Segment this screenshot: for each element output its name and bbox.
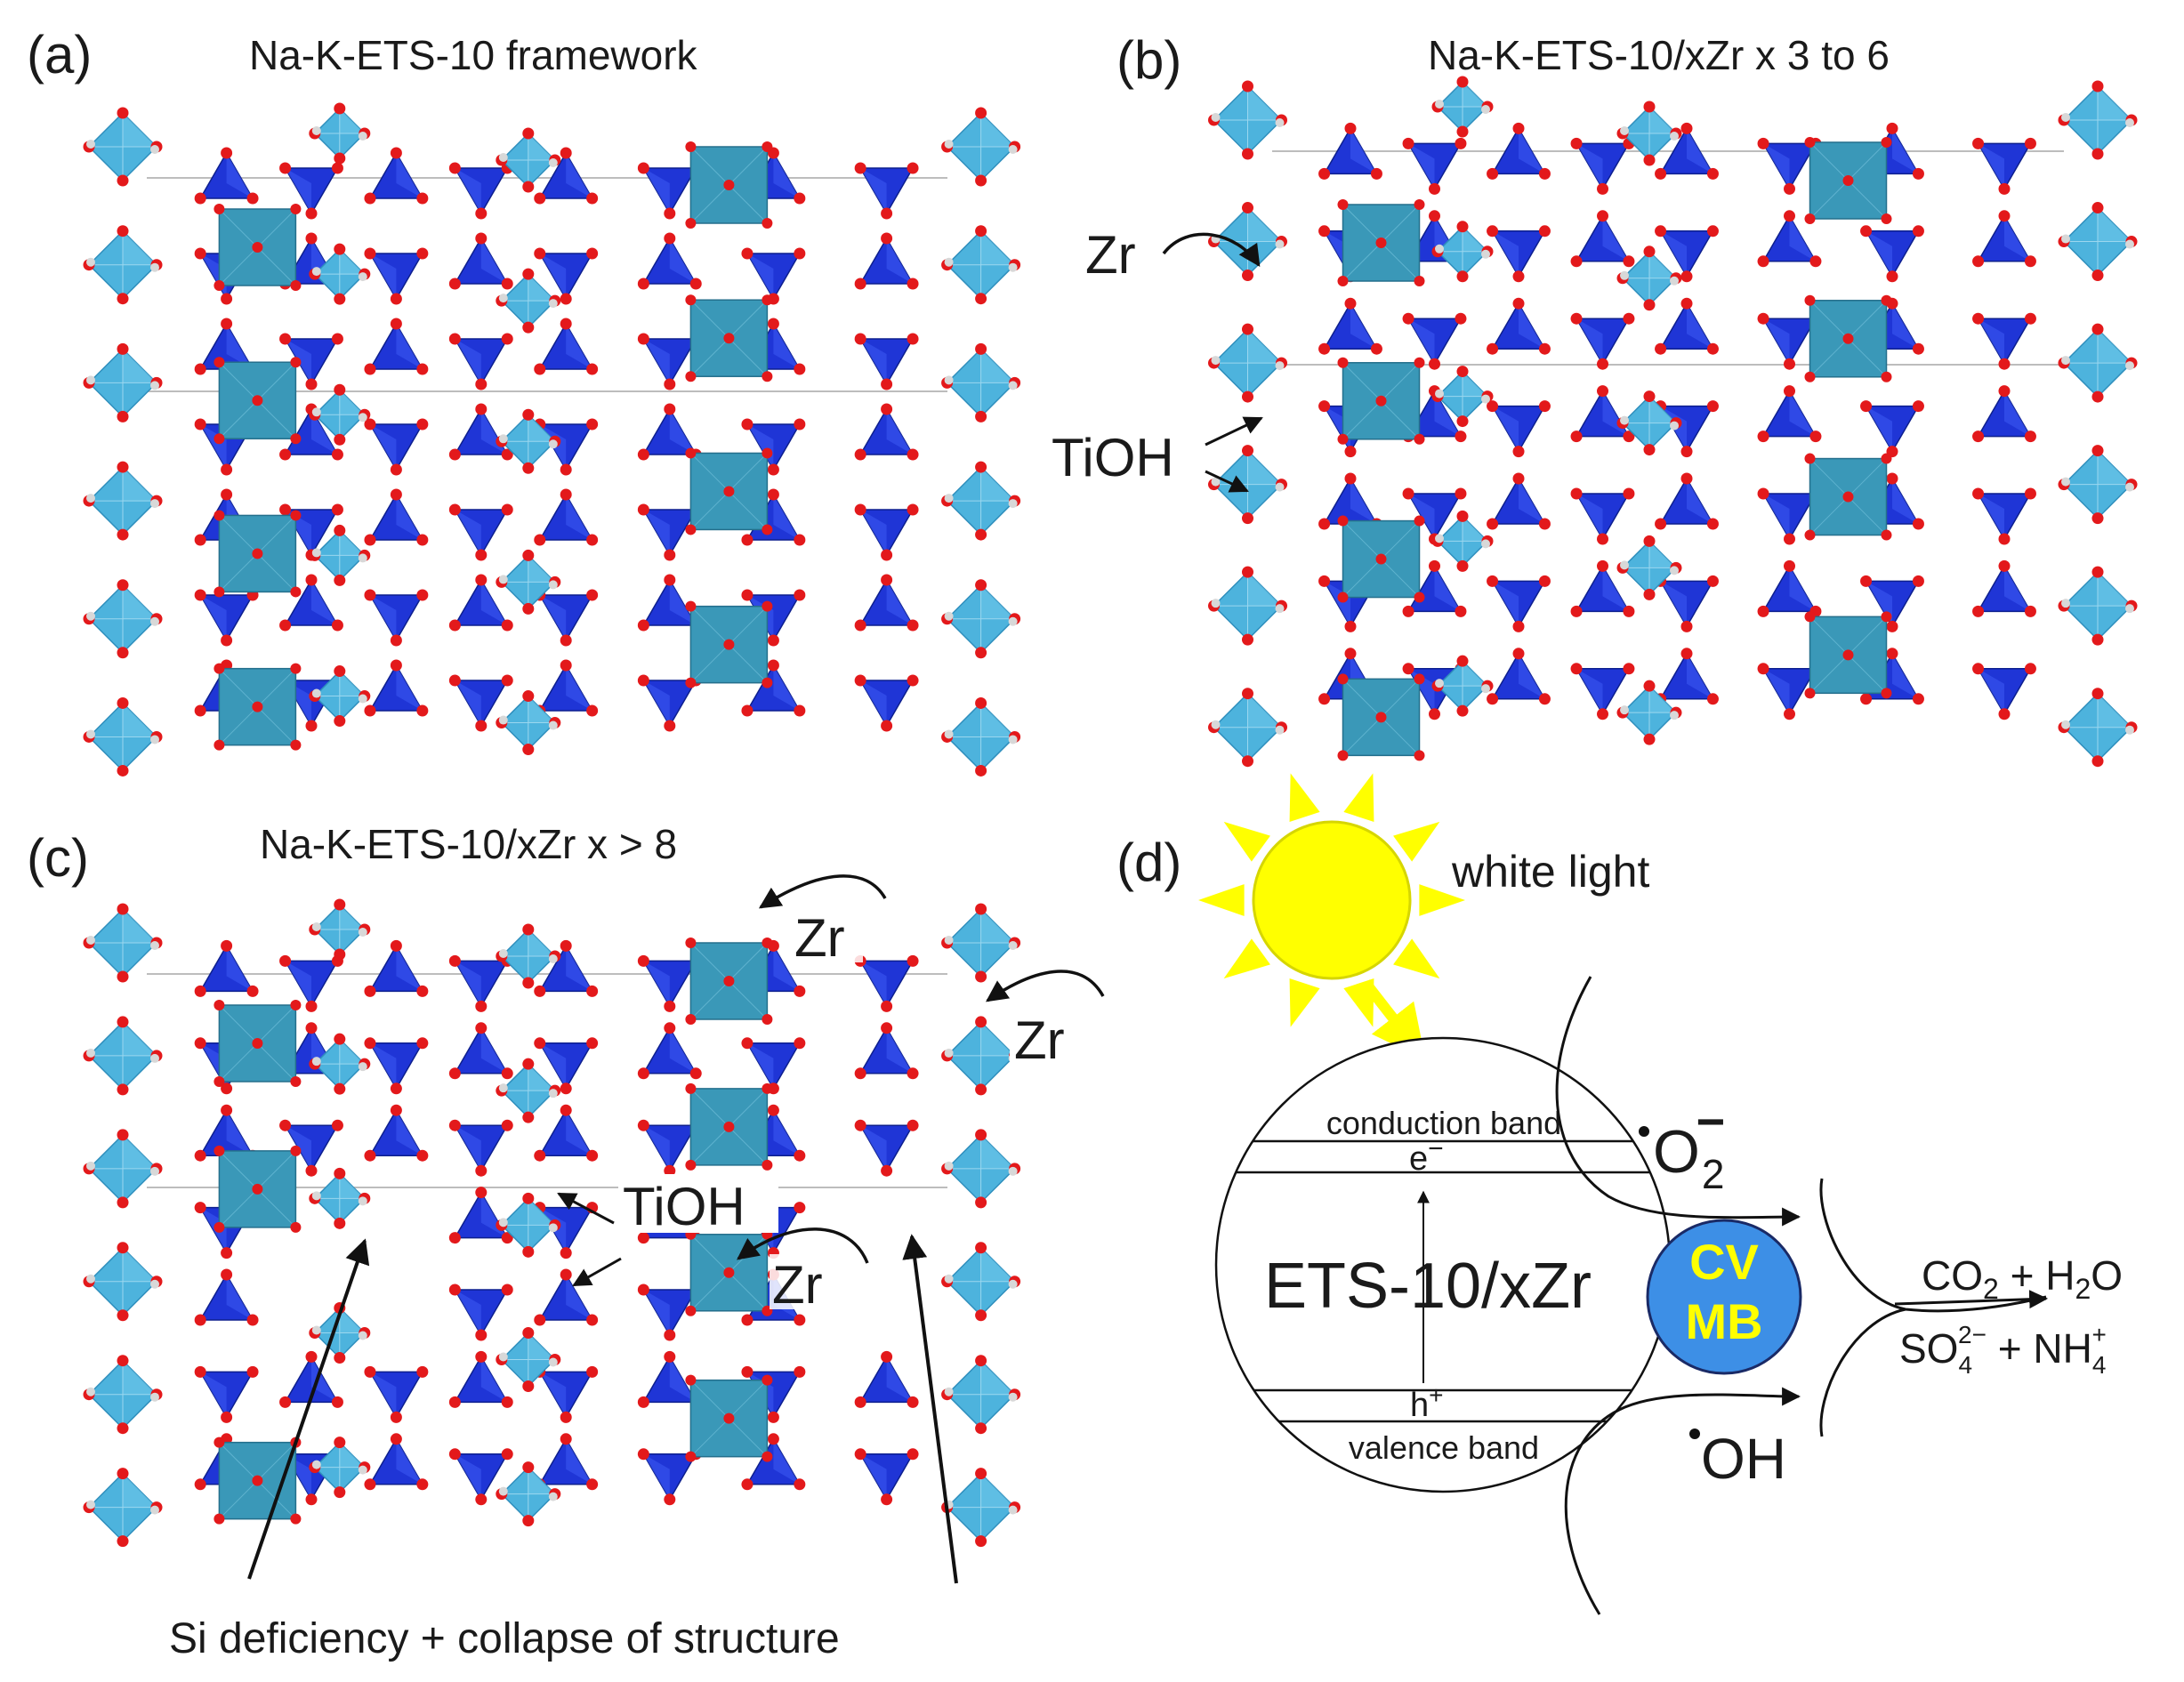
panel-a-letter: (a): [27, 25, 92, 85]
dye-mb-label: MB: [1685, 1293, 1762, 1349]
superoxide-radical-label: O2−: [1653, 1093, 1725, 1197]
panel-b-title: Na-K-ETS-10/xZr x 3 to 6: [1428, 32, 1890, 78]
panel-b-letter: (b): [1116, 30, 1181, 90]
panel-c-tioh-annotation: TiOH: [557, 1174, 778, 1287]
hole-label: h+: [1410, 1381, 1444, 1424]
panel-a-structure: [83, 102, 1021, 777]
panel-c-zr-annotation-1: Zr: [758, 874, 887, 968]
white-light-label: white light: [1451, 847, 1649, 897]
electron-label: e−: [1409, 1134, 1444, 1178]
panel-c-caption: Si deficiency + collapse of structure: [169, 1615, 840, 1662]
products-line-2: SO42− + NH4+: [1899, 1321, 2107, 1379]
panel-c-zr-label-2: Zr: [1014, 1010, 1065, 1070]
panel-b-structure: [1208, 76, 2138, 768]
sun-icon: [1198, 773, 1465, 1027]
panel-b-tioh-annotation: TiOH: [1048, 416, 1263, 493]
conduction-band-label: conduction band: [1326, 1105, 1561, 1141]
panel-d-letter: (d): [1116, 833, 1181, 892]
panel-d-diagram: white light conduction band e− ETS-10/xZ…: [1198, 773, 2123, 1615]
particle-label: ETS-10/xZr: [1264, 1251, 1592, 1322]
panel-c-zr-annotation-2: Zr: [985, 970, 1105, 1070]
panel-b-zr-label: Zr: [1085, 225, 1136, 285]
dye-cv-label: CV: [1689, 1234, 1759, 1290]
panel-a-title: Na-K-ETS-10 framework: [249, 32, 698, 78]
panel-c-zr-annotation-3: Zr: [737, 1227, 869, 1315]
products-line-1: CO2 + H2O: [1922, 1252, 2123, 1305]
panel-c-zr-label-1: Zr: [794, 908, 845, 968]
panel-c-zr-label-3: Zr: [772, 1255, 823, 1315]
panel-b-tioh-label: TiOH: [1052, 428, 1174, 487]
panel-c-title: Na-K-ETS-10/xZr x > 8: [260, 821, 677, 867]
panel-c-letter: (c): [27, 828, 89, 888]
hydroxyl-radical-label: OH: [1701, 1427, 1786, 1491]
panel-c-tioh-label: TiOH: [623, 1177, 745, 1236]
valence-band-label: valence band: [1349, 1429, 1539, 1466]
panel-c-collapse-arrows: [247, 1234, 958, 1584]
panel-c-structure: [83, 898, 1021, 1548]
dye-circle: [1646, 1219, 1802, 1375]
panel-b-zr-annotation: Zr: [1081, 225, 1261, 285]
